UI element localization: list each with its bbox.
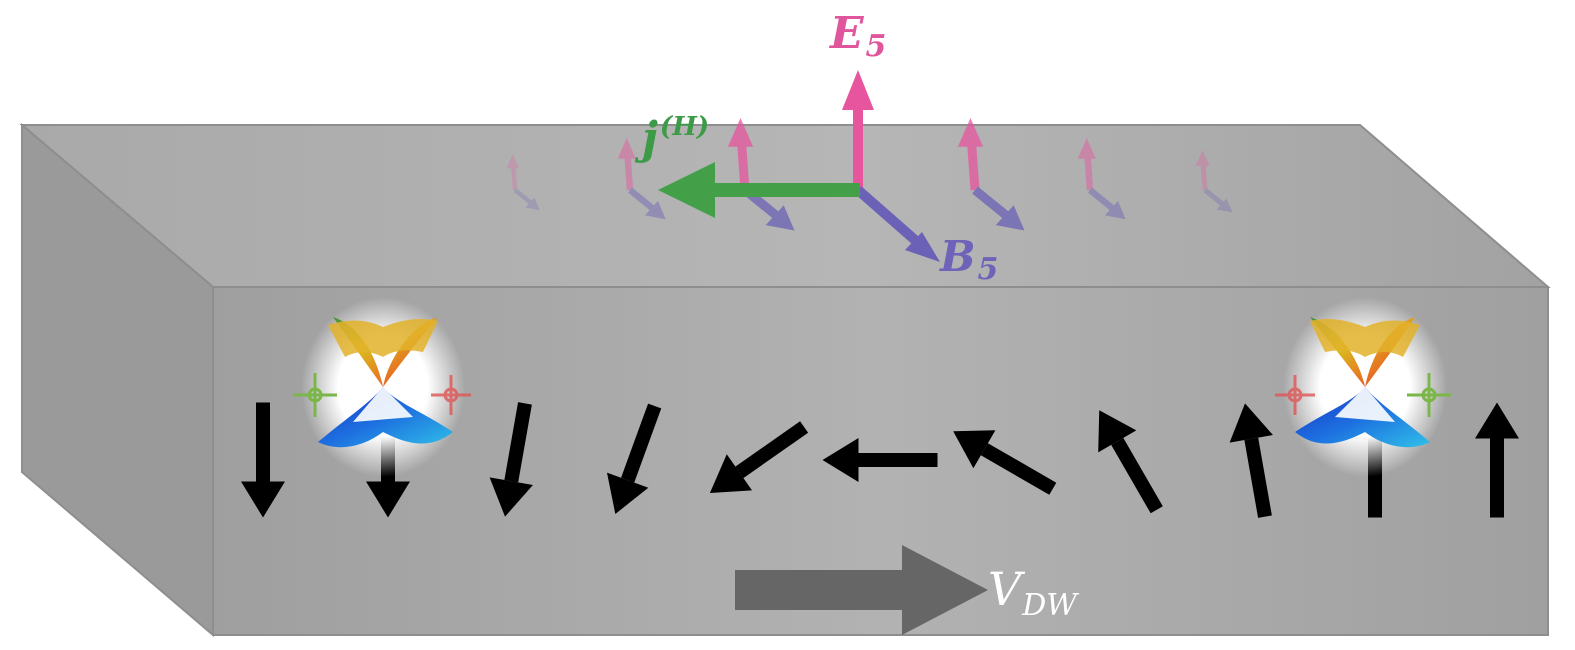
surface-field-arrows	[506, 118, 1233, 231]
surface-field-pair	[1195, 150, 1233, 213]
velocity-label: VDW	[988, 562, 1078, 623]
chirality-marker-red	[431, 375, 471, 415]
spin-arrow	[1229, 403, 1273, 518]
e5-arrowhead	[842, 70, 874, 110]
weyl-cone-right	[1275, 297, 1451, 477]
surface-field-pair	[957, 118, 1025, 231]
spin-arrow	[1098, 410, 1163, 514]
spin-arrow	[1475, 402, 1519, 518]
hall-current-label: j(H)	[642, 112, 710, 164]
velocity-arrow	[735, 545, 988, 635]
hall-current-arrowhead	[658, 162, 715, 218]
spin-arrow	[822, 438, 938, 482]
spin-arrow	[606, 403, 662, 515]
b5-label: B5	[940, 232, 999, 287]
spin-arrow	[241, 402, 285, 518]
spin-arrow	[709, 421, 809, 493]
chirality-marker-red	[1275, 375, 1315, 415]
spin-arrow	[953, 430, 1057, 495]
chirality-marker-green	[293, 373, 337, 417]
e5-label: E5	[830, 8, 887, 64]
surface-field-pair	[617, 138, 666, 220]
surface-field-pair	[1077, 138, 1126, 220]
slab-top-face	[19, 124, 1551, 288]
surface-field-pair	[506, 154, 540, 211]
weyl-cone-left	[293, 297, 471, 477]
spin-arrow	[489, 402, 533, 517]
b5-arrowhead	[905, 232, 940, 262]
spin-texture	[241, 402, 1519, 518]
b5-arrow-shaft	[854, 186, 919, 244]
field-vectors	[658, 70, 940, 262]
chirality-marker-green	[1407, 373, 1451, 417]
